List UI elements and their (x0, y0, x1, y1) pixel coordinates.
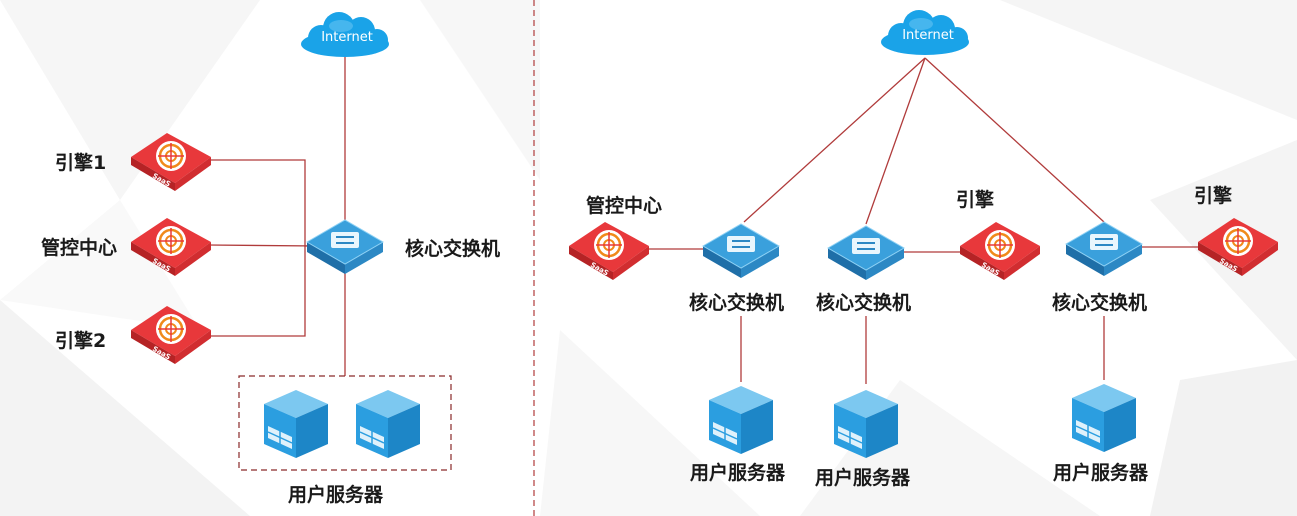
link-control-switch (207, 244, 319, 247)
left-core-switch-icon (306, 219, 384, 275)
left-core-switch-label: 核心交换机 (405, 238, 501, 260)
right-server-3-icon (1071, 383, 1137, 453)
right-user-server-1-label: 用户服务器 (690, 462, 786, 484)
left-server-1-icon (263, 389, 329, 459)
link-engine1-switch (208, 159, 318, 247)
right-core-switch-2-label: 核心交换机 (816, 292, 912, 314)
right-server-2-icon (833, 389, 899, 459)
right-user-server-3-label: 用户服务器 (1053, 462, 1149, 484)
left-control-center-label: 管控中心 (41, 237, 118, 259)
left-connections (207, 55, 346, 376)
link-engine2-switch (208, 246, 306, 337)
link-internet-switch1 (743, 57, 926, 223)
right-core-switch-2-icon (827, 225, 905, 281)
right-connections (648, 57, 1200, 384)
right-control-center-label: 管控中心 (586, 195, 663, 217)
server-group-box (238, 375, 452, 471)
left-engine1-label: 引擎1 (55, 152, 107, 174)
right-core-switch-1-label: 核心交换机 (689, 292, 785, 314)
right-internet-label: Internet (902, 28, 954, 43)
right-core-switch-1-icon (702, 223, 780, 279)
right-engine-b-label: 引擎 (1194, 185, 1233, 207)
right-user-server-2-label: 用户服务器 (815, 467, 911, 489)
left-server-2-icon (355, 389, 421, 459)
left-internet-label: Internet (321, 30, 373, 45)
right-engine-a-label: 引擎 (956, 189, 995, 211)
left-engine2-label: 引擎2 (55, 330, 107, 352)
left-user-servers-label: 用户服务器 (288, 484, 384, 506)
link-internet-switch3 (924, 57, 1105, 223)
right-core-switch-3-icon (1065, 221, 1143, 277)
right-core-switch-3-label: 核心交换机 (1052, 292, 1148, 314)
link-internet-switch2 (865, 57, 926, 225)
right-server-1-icon (708, 385, 774, 455)
